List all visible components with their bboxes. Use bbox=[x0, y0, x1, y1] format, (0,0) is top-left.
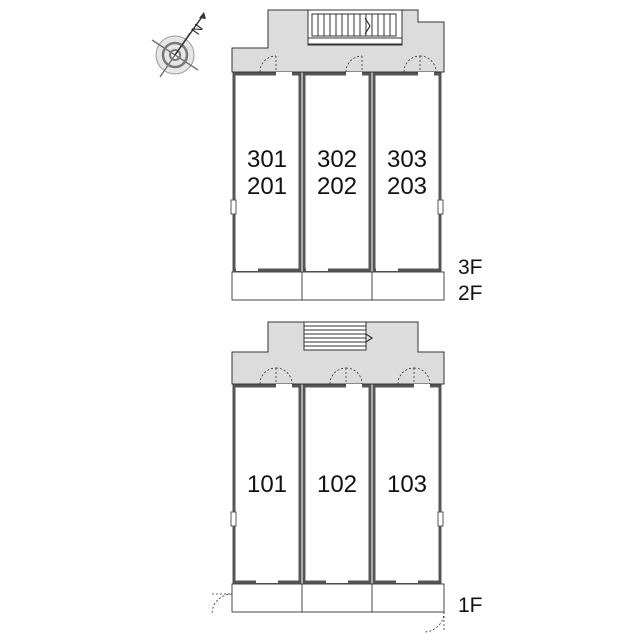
lower-corridor bbox=[231, 321, 445, 385]
unit-label-101: 101 bbox=[247, 471, 287, 498]
unit-label-201: 201 bbox=[247, 173, 287, 200]
unit-label-302: 302 bbox=[317, 146, 357, 173]
upper-stairs bbox=[307, 9, 403, 46]
floor-label-1f: 1F bbox=[458, 594, 483, 617]
unit-label-102: 102 bbox=[317, 471, 357, 498]
upper-doors bbox=[259, 55, 437, 73]
lower-unit-101 bbox=[232, 384, 302, 584]
lower-balconies bbox=[231, 583, 445, 613]
upper-unit-301-201 bbox=[232, 72, 302, 272]
lower-unit-102 bbox=[302, 384, 372, 584]
compass-rose-icon: N bbox=[151, 12, 206, 78]
floor-label-3f: 3F bbox=[458, 256, 483, 279]
upper-unit-302-202 bbox=[302, 72, 372, 272]
unit-label-203: 203 bbox=[387, 173, 427, 200]
lower-unit-103 bbox=[372, 384, 442, 584]
unit-label-301: 301 bbox=[247, 146, 287, 173]
upper-unit-303-203 bbox=[372, 72, 442, 272]
lower-block: 101 102 103 1F bbox=[211, 321, 483, 633]
north-label: N bbox=[188, 21, 206, 37]
floor-label-2f: 2F bbox=[458, 282, 483, 305]
unit-label-202: 202 bbox=[317, 173, 357, 200]
unit-label-303: 303 bbox=[387, 146, 427, 173]
upper-balconies bbox=[231, 271, 445, 301]
unit-label-103: 103 bbox=[387, 471, 427, 498]
lower-doors bbox=[211, 367, 445, 633]
lower-stairs bbox=[303, 321, 374, 351]
upper-block: 301 201 302 202 303 203 3F 2F bbox=[230, 9, 483, 305]
